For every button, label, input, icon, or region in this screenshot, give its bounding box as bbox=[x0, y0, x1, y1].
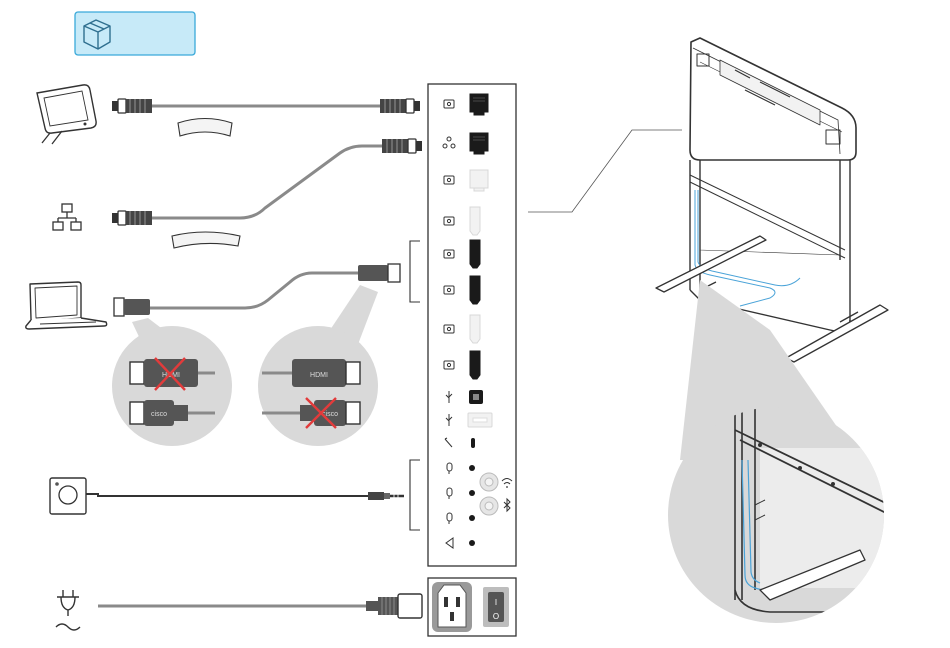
port-10-usb-a-dim-socket bbox=[468, 413, 492, 427]
laptop-icon bbox=[26, 282, 107, 329]
touch-cable bbox=[112, 99, 420, 113]
hdmi-plug-left-icon bbox=[114, 298, 150, 316]
power-plug-icon bbox=[56, 590, 80, 630]
mic-input-bracket bbox=[410, 460, 420, 530]
port-8-hdmi-socket bbox=[470, 351, 480, 379]
cable-bend-guide-bottom bbox=[172, 232, 240, 248]
svg-text:I: I bbox=[495, 598, 497, 607]
network-tree-icon bbox=[53, 204, 81, 230]
rj45-plug-left-icon bbox=[112, 211, 152, 225]
connector-panel bbox=[428, 84, 516, 566]
callout-right: HDMI cisco bbox=[258, 285, 378, 446]
hdmi-input-bracket bbox=[410, 241, 420, 302]
port-6-hdmi-socket bbox=[470, 276, 480, 304]
port-12-jack-socket bbox=[469, 465, 475, 471]
port-11-usb-c-socket bbox=[471, 438, 475, 448]
audio-jack-plug-icon bbox=[368, 492, 404, 500]
rj45-plug-right-icon bbox=[382, 139, 422, 153]
port-15-jack-socket bbox=[469, 540, 475, 546]
port-13-jack-socket bbox=[469, 490, 475, 496]
port-9-usb-b-socket bbox=[469, 390, 483, 404]
microphone-pod-icon bbox=[50, 478, 86, 514]
svg-text:HDMI: HDMI bbox=[310, 372, 328, 379]
svg-text:O: O bbox=[493, 612, 499, 621]
port-3-rj45-dim-socket bbox=[470, 170, 488, 191]
package-box-icon bbox=[75, 12, 195, 55]
ac-symbol-icon bbox=[56, 624, 80, 630]
cable-bend-guide-top bbox=[178, 119, 232, 137]
port-4-hdmi-dim-socket bbox=[470, 207, 480, 235]
iec-plug-icon bbox=[366, 594, 422, 618]
port-5-hdmi-socket bbox=[470, 240, 480, 268]
port-2-rj45-socket bbox=[470, 133, 488, 154]
power-panel: I O bbox=[428, 578, 516, 636]
rj45-plug-right-icon bbox=[380, 99, 420, 113]
port-1-rj45-socket bbox=[470, 94, 488, 115]
callout-left: HDMI cisco bbox=[112, 318, 232, 446]
pointer-line bbox=[528, 130, 682, 212]
microphone-cable bbox=[86, 492, 404, 500]
power-cable bbox=[98, 594, 422, 618]
svg-text:cisco: cisco bbox=[151, 411, 167, 418]
network-cable bbox=[112, 139, 422, 225]
hdmi-plug-right-icon bbox=[358, 264, 400, 282]
touch-panel-icon bbox=[37, 85, 96, 144]
port-7-hdmi-dim-socket bbox=[470, 315, 480, 343]
rj45-plug-left-icon bbox=[112, 99, 152, 113]
device-stand-illustration bbox=[656, 38, 888, 362]
port-14-jack-socket bbox=[469, 515, 475, 521]
